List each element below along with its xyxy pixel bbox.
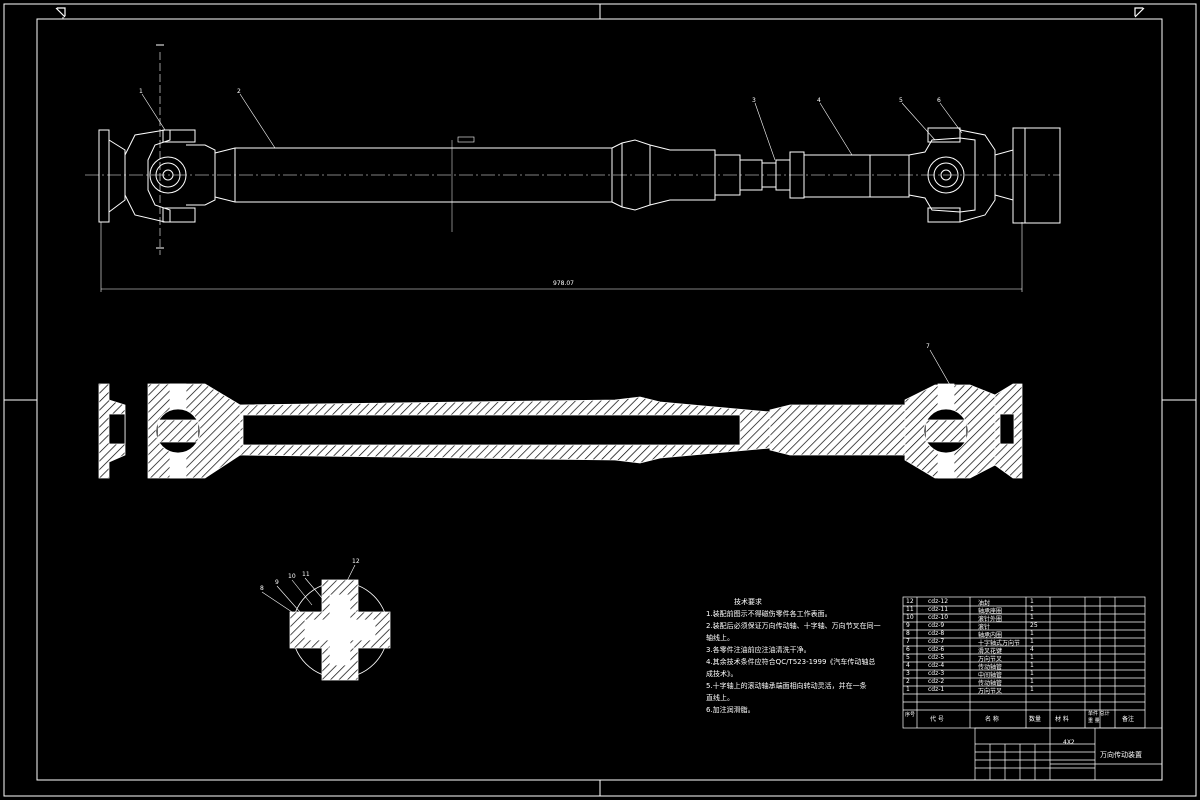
bom-row-no: 2 <box>906 678 910 685</box>
title-block-drawing-name: 万向传动装置 <box>1100 751 1142 759</box>
bom-row-qty: 1 <box>1030 630 1034 637</box>
bom-row-qty: 4 <box>1030 646 1034 653</box>
bom-row-qty: 25 <box>1030 622 1038 629</box>
bom-row-name: 万向节叉 <box>978 688 1003 695</box>
tech-line: 成技术》。 <box>706 670 738 678</box>
balloon-4: 4 <box>817 97 821 104</box>
bom-header-no: 序号 <box>905 712 916 718</box>
tech-line: 3.各零件注油前应注油清洗干净。 <box>706 646 811 654</box>
bom-row-code: cdz-1 <box>928 686 945 693</box>
balloon-11: 11 <box>302 571 310 578</box>
bom-header-qty: 数量 <box>1029 716 1042 723</box>
bom-row-qty: 1 <box>1030 614 1034 621</box>
bom-row-no: 12 <box>906 598 914 605</box>
balloon-12: 12 <box>352 558 360 565</box>
bom-row-name: 万向节叉 <box>978 656 1003 663</box>
tech-line: 5.十字轴上的滚动轴承端面相向转动灵活，并在一条 <box>706 682 867 690</box>
balloon-1: 1 <box>139 88 143 95</box>
bom-row-no: 9 <box>906 622 910 629</box>
bom-header-name: 名 称 <box>985 716 999 723</box>
bom-row-name: 滚针外圈 <box>978 616 1003 623</box>
bom-row-name: 中间轴管 <box>978 672 1003 679</box>
balloon-9: 9 <box>275 579 279 586</box>
balloon-6: 6 <box>937 97 941 104</box>
bom-row-no: 10 <box>906 614 914 621</box>
bom-row-name: 传动轴管 <box>978 664 1003 671</box>
balloon-8: 8 <box>260 585 264 592</box>
bom-row-code: cdz-4 <box>928 662 945 669</box>
bom-row-name: 传动轴管 <box>978 680 1003 687</box>
bom-row-name: 轴承内圈 <box>978 632 1003 639</box>
sheet-frame <box>3 3 1197 797</box>
bom-row-no: 1 <box>906 686 910 693</box>
balloon-7: 7 <box>926 343 930 350</box>
bom-row-code: cdz-8 <box>928 630 945 637</box>
bom-row-no: 5 <box>906 654 910 661</box>
bom-row-qty: 1 <box>1030 654 1034 661</box>
bom-row-code: cdz-10 <box>928 614 949 621</box>
bom-row-qty: 1 <box>1030 670 1034 677</box>
bom-row-qty: 1 <box>1030 638 1034 645</box>
bom-row-no: 6 <box>906 646 910 653</box>
tech-line: 6.加注润滑脂。 <box>706 706 755 714</box>
tech-line: 轴线上。 <box>706 634 734 642</box>
bom-row-code: cdz-11 <box>928 606 949 613</box>
bom-row-qty: 1 <box>1030 606 1034 613</box>
bom-row-code: cdz-5 <box>928 654 945 661</box>
balloon-2: 2 <box>237 88 241 95</box>
bom-header-remark: 备注 <box>1122 716 1135 723</box>
bom-row-code: cdz-7 <box>928 638 945 645</box>
tech-line: 2.装配后必须保证万向传动轴、十字轴、万向节叉在同一 <box>706 622 881 630</box>
bom-row-name: 油封 <box>978 600 991 607</box>
bom-row-code: cdz-12 <box>928 598 949 605</box>
bom-row-no: 11 <box>906 606 914 613</box>
bom-header-weight: 单件 总计 重 量 <box>1088 711 1110 724</box>
shaft-top-view <box>85 44 1061 292</box>
bom-row-no: 3 <box>906 670 910 677</box>
shaft-section-view <box>98 349 1023 479</box>
bom-row-code: cdz-6 <box>928 646 945 653</box>
overall-dimension-label: 978.07 <box>553 280 574 287</box>
bom-row-name: 滚针 <box>978 624 991 631</box>
balloon-5: 5 <box>899 97 903 104</box>
bom-row-code: cdz-2 <box>928 678 945 685</box>
bom-row-qty: 1 <box>1030 686 1034 693</box>
title-block-label: 4X2 <box>1063 739 1075 746</box>
cross-joint-detail <box>261 564 391 681</box>
bom-row-no: 8 <box>906 630 910 637</box>
bom-row-qty: 1 <box>1030 598 1034 605</box>
bom-header-material: 材 料 <box>1055 716 1069 723</box>
tech-line: 直线上。 <box>706 694 734 702</box>
bom-row-qty: 1 <box>1030 678 1034 685</box>
bom-table <box>902 596 1163 781</box>
bom-row-code: cdz-3 <box>928 670 945 677</box>
balloon-10: 10 <box>288 573 296 580</box>
bom-row-code: cdz-9 <box>928 622 945 629</box>
tech-line: 4.其余技术条件应符合QC/T523-1999《汽车传动轴总 <box>706 658 876 666</box>
bom-row-no: 4 <box>906 662 910 669</box>
bom-header-code: 代 号 <box>930 716 944 723</box>
tech-line: 1.装配前图示不得磁伤零件各工作表面。 <box>706 610 832 618</box>
bom-row-name: 轴承座圈 <box>978 608 1003 615</box>
bom-row-name: 滑叉花键 <box>978 648 1003 655</box>
balloon-3: 3 <box>752 97 756 104</box>
bom-row-no: 7 <box>906 638 910 645</box>
tech-title: 技术要求 <box>734 598 762 606</box>
bom-row-name: 十字轴式万向节 <box>978 640 1021 647</box>
corner-arrows <box>55 7 1145 18</box>
bom-row-qty: 1 <box>1030 662 1034 669</box>
